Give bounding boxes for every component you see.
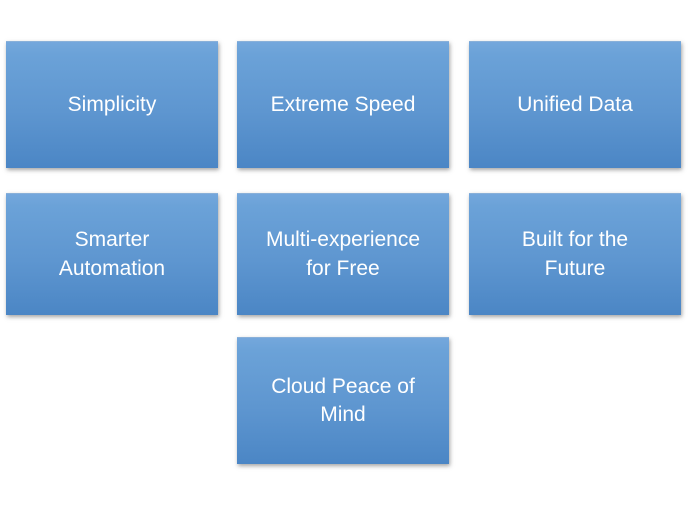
box-built-for-future-label: Built for the Future <box>521 228 629 280</box>
box-built-for-future: Built for the Future <box>469 193 681 315</box>
box-smarter-automation-label: Smarter Automation <box>58 228 166 280</box>
box-cloud-peace-of-mind-label: Cloud Peace of Mind <box>271 374 415 426</box>
box-extreme-speed-label: Extreme Speed <box>270 92 416 116</box>
box-simplicity-label: Simplicity <box>67 92 157 116</box>
box-cloud-peace-of-mind: Cloud Peace of Mind <box>237 337 449 464</box>
box-smarter-automation: Smarter Automation <box>6 193 218 315</box>
box-multi-experience: Multi-experience for Free <box>237 193 449 315</box>
box-unified-data-label: Unified Data <box>517 92 633 116</box>
box-multi-experience-label: Multi-experience for Free <box>265 228 421 280</box>
box-extreme-speed: Extreme Speed <box>237 41 449 168</box>
box-simplicity: Simplicity <box>6 41 218 168</box>
box-unified-data: Unified Data <box>469 41 681 168</box>
